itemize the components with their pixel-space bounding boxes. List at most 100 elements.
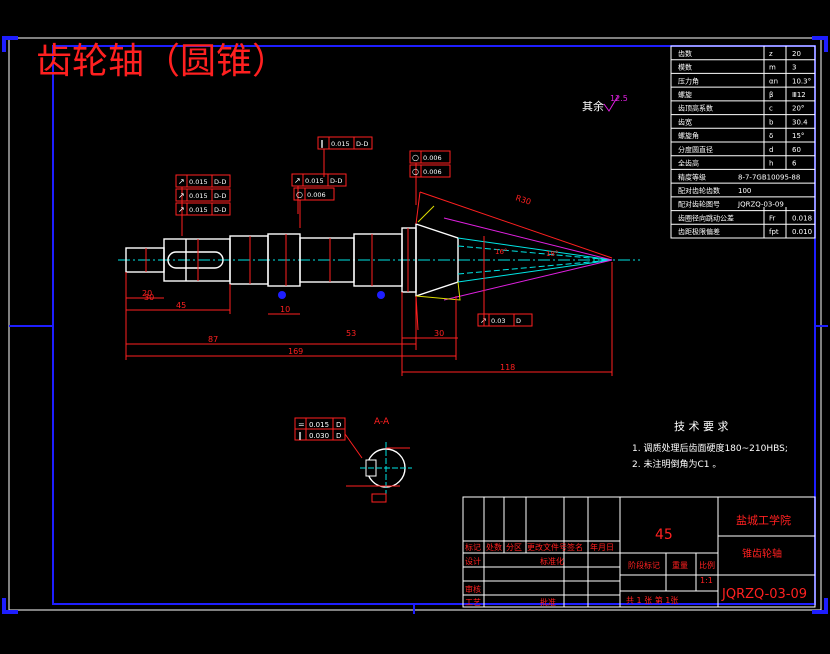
svg-text:0.015: 0.015 (189, 206, 208, 214)
svg-text:阶段标记: 阶段标记 (628, 560, 660, 570)
svg-text:0.015: 0.015 (305, 177, 324, 185)
param-name: 压力角 (678, 76, 699, 85)
section-label: A-A (374, 417, 390, 427)
param-symbol: h (769, 160, 773, 168)
param-symbol: αn (769, 77, 778, 85)
param-name: 分度圆直径 (678, 145, 713, 154)
dim-label-87: 87 (208, 335, 218, 344)
roughness-value: 12.5 (610, 94, 628, 103)
cone-length-label: R30 (514, 193, 532, 206)
param-symbol: Fr (769, 214, 776, 222)
corner-mark-bl (2, 598, 18, 614)
param-value: 15° (792, 132, 804, 140)
svg-text:0.03: 0.03 (491, 317, 505, 325)
dim-label-30: 30 (144, 293, 154, 302)
svg-text:D: D (516, 317, 521, 325)
svg-text:↗: ↗ (480, 316, 487, 325)
svg-text:∥: ∥ (298, 431, 302, 440)
param-name: 齿圈径向跳动公差 (678, 213, 734, 222)
svg-text:D-D: D-D (214, 206, 226, 214)
roughness-note: 其余 (582, 99, 604, 113)
param-name: 配对齿轮图号 (678, 200, 720, 209)
dim-label-169: 169 (288, 347, 303, 356)
roughness-symbol-icon (603, 95, 619, 112)
svg-text:签名: 签名 (567, 542, 583, 552)
svg-text:设计: 设计 (465, 556, 481, 566)
svg-text:↗: ↗ (294, 176, 301, 185)
param-name: 螺旋 (678, 90, 692, 99)
svg-text:共 1 张 第 1张: 共 1 张 第 1张 (626, 595, 678, 605)
svg-text:重量: 重量 (672, 560, 688, 570)
svg-text:0.006: 0.006 (423, 154, 442, 162)
datum-marker-2 (377, 291, 385, 299)
svg-text:分区: 分区 (506, 543, 522, 552)
svg-text:0.015: 0.015 (309, 421, 329, 429)
param-value: JQRZQ-03-09 (737, 201, 784, 209)
svg-text:○: ○ (296, 190, 303, 199)
tolerance-frame: ○0.006 (409, 164, 451, 205)
corner-mark-tr (812, 36, 828, 52)
param-name: 齿数 (678, 49, 692, 58)
param-value: 6 (792, 160, 797, 168)
inner-border (52, 45, 816, 605)
svg-text:处数: 处数 (486, 542, 502, 552)
title-block-labels: 标记 处数 分区 更改文件号 签名 年月日 设计 标准化 阶段标记 重量 比例 … (465, 542, 715, 607)
dimension-lines (125, 262, 613, 376)
scale-value: 1:1 (700, 576, 713, 585)
param-symbol: m (769, 64, 776, 72)
param-name: 配对齿轮齿数 (678, 186, 720, 195)
param-name: 齿顶高系数 (678, 104, 713, 113)
param-name: 精度等级 (678, 172, 706, 181)
cone-angle-label: 16° (495, 248, 507, 256)
param-symbol: δ (769, 132, 773, 140)
param-name: 齿宽 (678, 117, 692, 126)
school-name: 盐城工学院 (736, 513, 791, 527)
param-name: 齿距极限偏差 (678, 227, 720, 236)
tech-req-2: 2. 未注明倒角为C1 。 (632, 458, 721, 470)
svg-text:D-D: D-D (214, 192, 226, 200)
svg-text:0.015: 0.015 (331, 140, 350, 148)
svg-text:工艺: 工艺 (465, 598, 481, 607)
param-symbol: d (769, 146, 773, 154)
svg-text:D: D (336, 421, 341, 429)
param-value: 20 (792, 50, 801, 58)
drawing-number: JQRZQ-03-09 (721, 587, 807, 602)
svg-text:0.015: 0.015 (189, 178, 208, 186)
param-value: 30.4 (792, 118, 808, 126)
param-name: 模数 (678, 63, 692, 72)
corner-mark-br (812, 598, 828, 614)
dim-label-30b: 30 (434, 329, 444, 338)
part-name: 锥齿轮轴 (742, 547, 782, 560)
svg-text:0.015: 0.015 (189, 192, 208, 200)
svg-text:比例: 比例 (699, 560, 715, 570)
svg-text:批准: 批准 (540, 597, 556, 607)
section-tolerance-frames: = 0.015 D ∥ 0.030 D (294, 417, 363, 459)
param-value: 60 (792, 146, 801, 154)
dim-label-53: 53 (346, 329, 356, 338)
svg-text:↗: ↗ (178, 177, 185, 186)
tech-req-title: 技 术 要 求 (674, 420, 729, 433)
param-value: Ⅲ12 (792, 91, 806, 99)
param-value: 20° (792, 105, 804, 113)
svg-text:D: D (336, 432, 341, 440)
dim-label-118: 118 (500, 363, 515, 372)
param-symbol: fpt (769, 228, 779, 236)
svg-text:年月日: 年月日 (590, 542, 614, 552)
param-value: 100 (738, 187, 751, 195)
drawing-title: 齿轮轴（圆锥） (36, 41, 288, 82)
param-value: 8-7-7GB10095-88 (738, 173, 800, 181)
diameter-marks (145, 228, 409, 292)
param-name: 螺旋角 (678, 131, 699, 140)
svg-text:0.006: 0.006 (307, 191, 326, 199)
title-block (462, 496, 816, 608)
param-value: 3 (792, 64, 796, 72)
tolerance-frame: ↗ 0.03 D (477, 236, 533, 327)
svg-text:○: ○ (412, 153, 419, 162)
svg-text:0.030: 0.030 (309, 432, 329, 440)
cone-dimension-lines (415, 191, 613, 331)
svg-text:更改文件号: 更改文件号 (527, 542, 567, 552)
